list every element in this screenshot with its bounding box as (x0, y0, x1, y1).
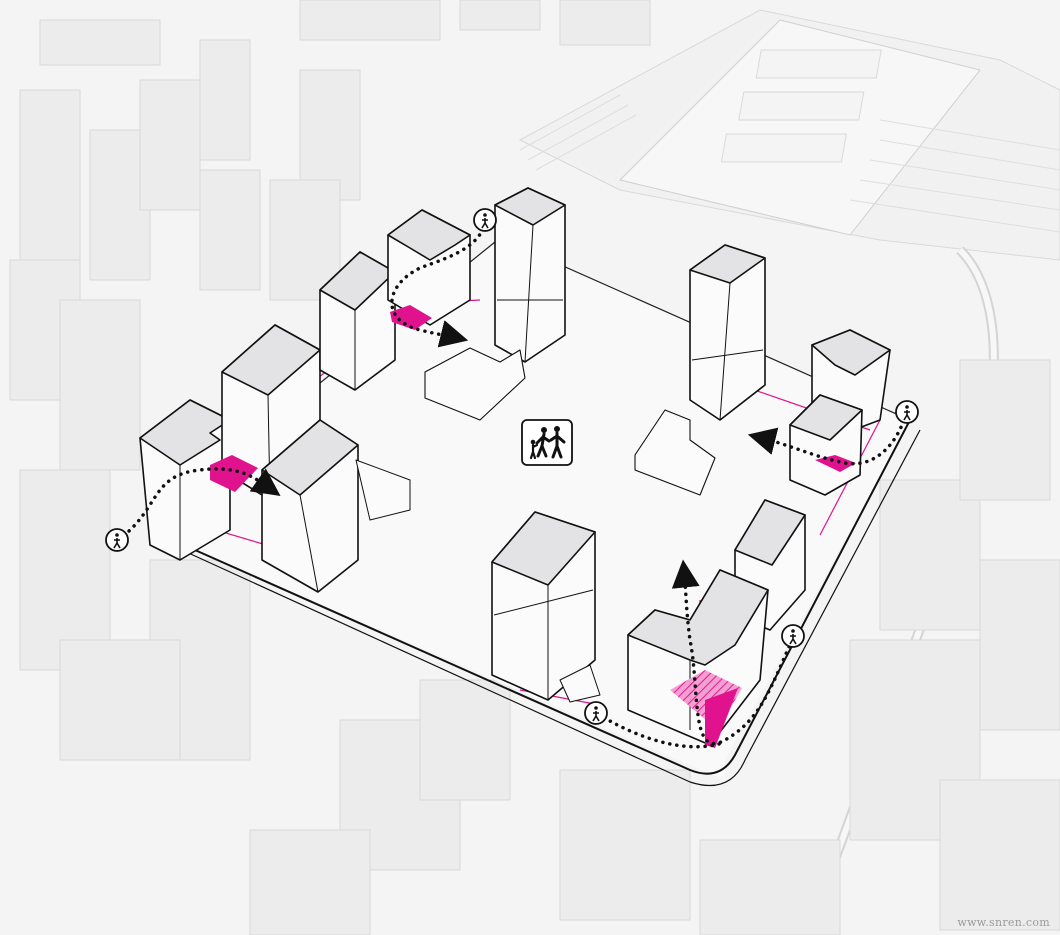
entry-icons (105, 208, 919, 725)
route-east (747, 412, 908, 466)
building-west-tower (261, 419, 411, 593)
pedestrian-routes (116, 220, 908, 749)
family-walking-icon (521, 419, 573, 466)
pedestrian-icon (584, 701, 608, 725)
route-west (116, 467, 281, 542)
building-west-corner (139, 399, 231, 561)
building-east-podium (634, 409, 716, 496)
route-south (596, 712, 727, 749)
pedestrian-icon (105, 528, 129, 552)
watermark-text: www.snren.com (957, 916, 1050, 929)
building-center-podium (424, 347, 526, 421)
building-east-mid (789, 394, 863, 496)
building-north-tower (494, 187, 566, 363)
pedestrian-icon (895, 400, 919, 424)
building-east-tower (689, 244, 766, 421)
pedestrian-icon (781, 624, 805, 648)
route-southeast (671, 559, 794, 745)
context-city (9, 0, 1060, 935)
pedestrian-icon (473, 208, 497, 232)
building-north-l (387, 209, 471, 326)
route-north (390, 220, 487, 348)
buildings (139, 187, 891, 746)
building-northwest-mid (319, 251, 396, 391)
building-south-tower (491, 511, 601, 703)
